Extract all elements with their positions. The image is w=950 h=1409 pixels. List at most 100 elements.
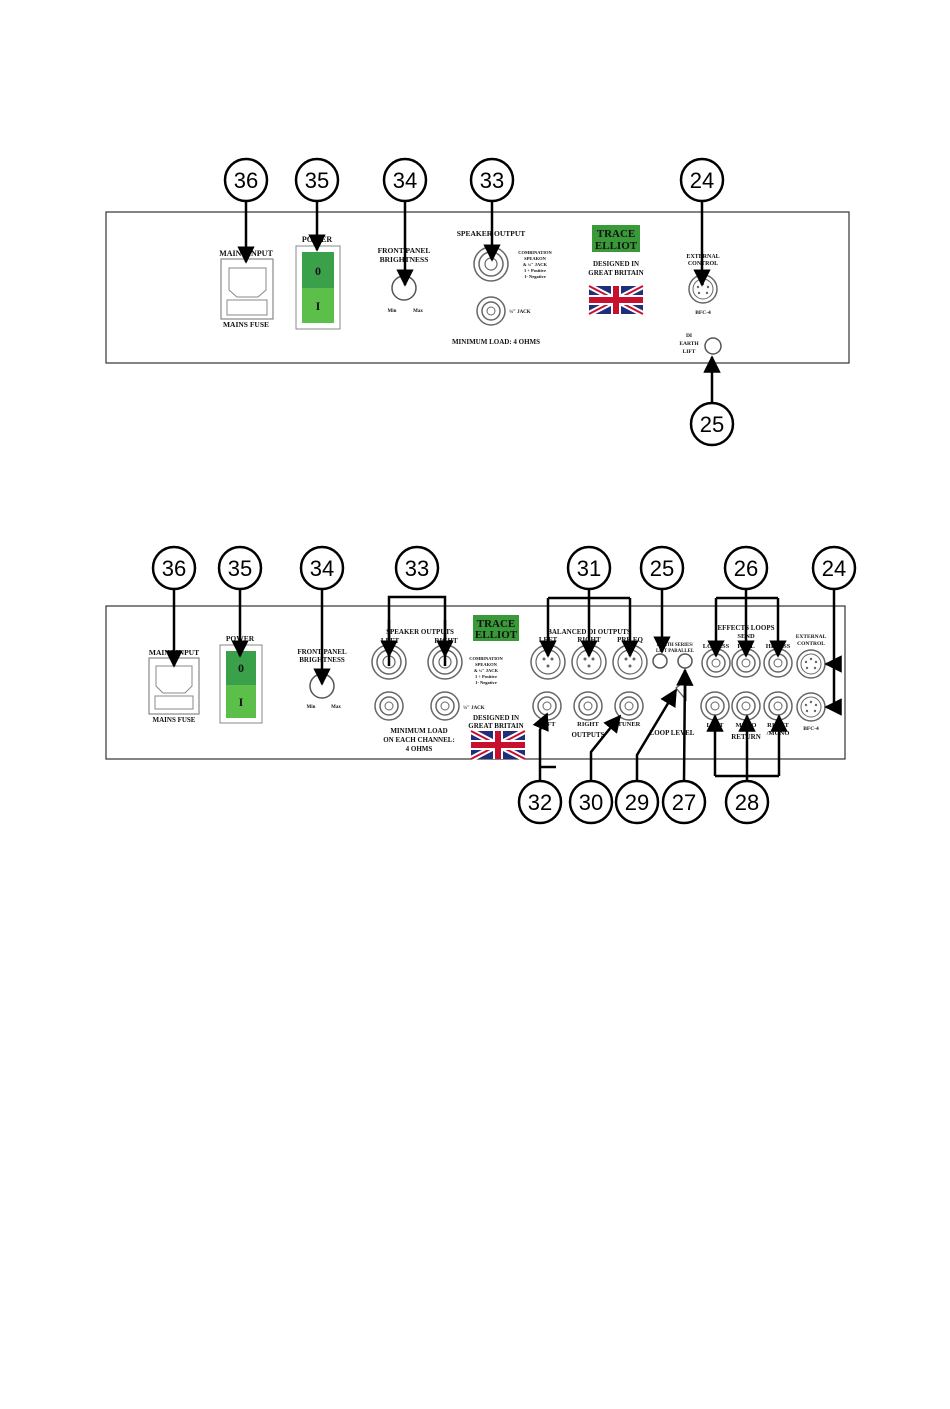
min-load-label: MINIMUM LOAD: 4 OHMS xyxy=(452,338,540,346)
p2-quarter-jack-left[interactable] xyxy=(374,691,404,721)
p2-mains-fuse-label: MAINS FUSE xyxy=(153,716,196,724)
quarter-jack-label: ¼" JACK xyxy=(509,310,530,315)
p2-external-control-socket-2[interactable] xyxy=(796,692,826,722)
p2-quarter-jack-label: ¼" JACK xyxy=(463,706,484,711)
p2-combination-5: 1- Negative xyxy=(475,680,497,685)
callout-33-text: 33 xyxy=(480,168,504,193)
callout-35 xyxy=(294,157,340,203)
p2-switch-on-glyph: I xyxy=(239,695,244,709)
p2-out-tuner-label: TUNER xyxy=(618,721,641,728)
p2-min-load-1: MINIMUM LOAD xyxy=(390,727,447,735)
p2-callout-29 xyxy=(614,779,660,825)
p2-power-switch-on[interactable] xyxy=(226,685,256,718)
min-label: Min xyxy=(388,309,397,314)
panel-2: MAINS INPUT MAINS FUSE POWER 0 I FRONT P… xyxy=(105,545,857,825)
p2-callout-30-text: 30 xyxy=(579,790,603,815)
p2-trace-elliot-logo xyxy=(473,615,519,641)
p2-callout-35 xyxy=(217,545,263,591)
p2-designed-in-2: GREAT BRITAIN xyxy=(468,722,523,730)
p2-designed-in-1: DESIGNED IN xyxy=(473,714,519,722)
di-earth-lift-switch[interactable] xyxy=(704,337,722,355)
p2-min-load-2: ON EACH CHANNEL: xyxy=(383,736,455,744)
di-earth-lift-1: DI xyxy=(686,333,692,339)
p2-callout-27-text: 27 xyxy=(672,790,696,815)
designed-in-2: GREAT BRITAIN xyxy=(588,269,643,277)
di-earth-lift-3: LIFT xyxy=(683,349,696,355)
p2-callout-24-text: 24 xyxy=(822,556,846,581)
p2-output-right-jack[interactable] xyxy=(573,691,603,721)
panel-2-leader-lines xyxy=(165,589,842,782)
p2-callout-35-text: 35 xyxy=(228,556,252,581)
p2-mains-fuse-holder[interactable] xyxy=(154,695,194,710)
p2-callout-26 xyxy=(723,545,769,591)
p2-uk-flag-icon xyxy=(471,731,525,759)
p2-series-parallel-switch[interactable] xyxy=(677,653,693,669)
designed-in-1: DESIGNED IN xyxy=(593,260,639,268)
p2-callout-33-text: 33 xyxy=(405,556,429,581)
quarter-jack-output[interactable] xyxy=(476,296,506,326)
p2-quarter-jack-right[interactable] xyxy=(430,691,460,721)
p2-callout-30 xyxy=(568,779,614,825)
p2-return-right-mono-jack[interactable] xyxy=(763,691,793,721)
p2-lift-parallel-label: LIFT PARALLEL xyxy=(656,649,694,654)
logo-line-2: ELLIOT xyxy=(595,240,638,252)
p2-earth-lift-switch[interactable] xyxy=(652,653,668,669)
p2-iec-connector-icon xyxy=(155,665,193,694)
combination-3: & ¼" JACK xyxy=(523,262,548,267)
p2-combination-2: SPEAKON xyxy=(475,662,498,667)
p2-callout-26-text: 26 xyxy=(734,556,758,581)
mains-fuse-label: MAINS FUSE xyxy=(223,320,269,329)
callout-34 xyxy=(382,157,428,203)
panel-2-callouts: 36 35 34 33 31 25 26 24 32 30 29 27 28 xyxy=(151,545,857,825)
combination-5: 1- Negative xyxy=(524,274,546,279)
power-switch-off[interactable] xyxy=(302,252,334,288)
p2-callout-25-text: 25 xyxy=(650,556,674,581)
p2-callout-34 xyxy=(299,545,345,591)
p2-logo-line-1: TRACE xyxy=(477,618,516,630)
p2-return-mono-jack[interactable] xyxy=(731,691,761,721)
p2-ret-right-2-label: /MONO xyxy=(766,730,790,737)
p2-combination-1: COMBINATION xyxy=(469,656,503,661)
p2-external-control-1: EXTERNAL xyxy=(796,634,827,640)
p2-earth-series-label: EARTH SERIES/ xyxy=(657,643,694,648)
p2-outputs-label: OUTPUTS xyxy=(571,731,604,739)
panel-1-leader-lines xyxy=(237,201,721,403)
logo-line-1: TRACE xyxy=(597,228,636,240)
p2-external-control-socket-1[interactable] xyxy=(796,649,826,679)
p2-external-control-2: CONTROL xyxy=(797,641,825,647)
callout-25 xyxy=(689,401,735,447)
callout-36 xyxy=(223,157,269,203)
uk-flag-icon xyxy=(589,286,643,314)
p2-callout-33 xyxy=(394,545,440,591)
callout-33 xyxy=(469,157,515,203)
p2-callout-31-text: 31 xyxy=(577,556,601,581)
switch-on-glyph: I xyxy=(316,299,321,313)
panel-1-callouts: 36 35 34 33 24 25 xyxy=(223,157,735,447)
switch-off-glyph: 0 xyxy=(315,264,321,278)
p2-callout-34-text: 34 xyxy=(310,556,334,581)
power-switch-on[interactable] xyxy=(302,288,334,323)
p2-max-label: Max xyxy=(331,705,341,710)
combination-4: 1 + Positive xyxy=(524,268,546,273)
p2-callout-31 xyxy=(566,545,612,591)
p2-min-load-3: 4 OHMS xyxy=(406,745,433,753)
p2-callout-28-text: 28 xyxy=(735,790,759,815)
callout-24 xyxy=(679,157,725,203)
p2-callout-28 xyxy=(724,779,770,825)
callout-25-text: 25 xyxy=(700,412,724,437)
panel-1: MAINS INPUT MAINS FUSE POWER 0 I FRONT P… xyxy=(105,157,850,447)
p2-loop-level-label: LOOP LEVEL xyxy=(650,729,695,737)
combination-2: SPEAKON xyxy=(524,256,547,261)
p2-callout-32 xyxy=(517,779,563,825)
p2-logo-line-2: ELLIOT xyxy=(475,629,518,641)
p2-speaker-outputs-label: SPEAKER OUTPUTS xyxy=(386,628,454,636)
p2-return-left-jack[interactable] xyxy=(700,691,730,721)
di-earth-lift-2: EARTH xyxy=(679,341,699,347)
bfc4-label: BFC-4 xyxy=(695,310,711,316)
p2-callout-29-text: 29 xyxy=(625,790,649,815)
trace-elliot-logo xyxy=(592,225,640,252)
callout-24-text: 24 xyxy=(690,168,714,193)
mains-fuse-holder[interactable] xyxy=(226,299,268,316)
callout-35-text: 35 xyxy=(305,168,329,193)
